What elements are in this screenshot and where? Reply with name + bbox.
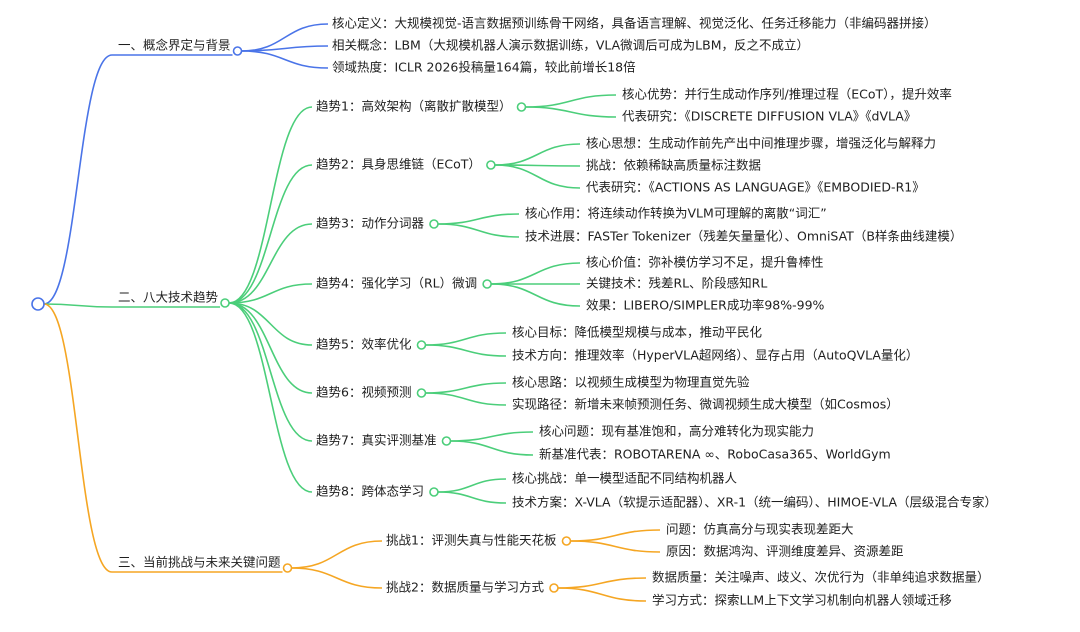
topic-toggle-challenges-2[interactable] <box>549 583 559 593</box>
edge-trends-7-1 <box>437 491 507 504</box>
edge-trends-4 <box>229 302 313 346</box>
edge-trends-2 <box>229 223 313 304</box>
branch-title-background: 一、概念界定与背景 <box>118 38 231 53</box>
edge-trends-5 <box>229 302 313 394</box>
topic-trends-8: 趋势8：跨体态学习 <box>316 484 424 499</box>
leaf-background-2: 相关概念：LBM（大规模机器人演示数据训练，VLA微调后可成为LBM，反之不成立… <box>332 38 809 53</box>
branch-title-trends: 二、八大技术趋势 <box>118 290 219 305</box>
detail-challenges-1-1: 问题：仿真高分与现实表现差距大 <box>666 522 854 537</box>
detail-trends-5-1: 核心目标：降低模型规模与成本，推动平民化 <box>512 325 763 340</box>
detail-trends-2-1: 核心思想：生成动作前先产出中间推理步骤，增强泛化与解释力 <box>586 136 936 151</box>
edge-trends-3-0 <box>491 262 581 285</box>
topic-toggle-trends-1[interactable] <box>516 102 527 112</box>
branch-toggle-trends[interactable] <box>220 298 230 308</box>
edge-challenges-0-1 <box>570 540 661 553</box>
edge-challenges-1 <box>291 567 383 589</box>
topic-toggle-trends-8[interactable] <box>429 487 439 497</box>
topic-toggle-trends-4[interactable] <box>482 279 492 289</box>
detail-trends-1-2: 代表研究：《DISCRETE DIFFUSION VLA》《dVLA》 <box>622 109 916 124</box>
topic-toggle-challenges-1[interactable] <box>561 536 572 546</box>
root-edge-challenges <box>43 303 113 573</box>
topic-toggle-trends-3[interactable] <box>429 219 439 229</box>
detail-trends-6-1: 核心思路：以视频生成模型为物理直觉先验 <box>512 375 750 390</box>
edge-trends-4-1 <box>425 344 507 357</box>
leaf-background-3: 领域热度：ICLR 2026投稿量164篇，较此前增长18倍 <box>332 60 636 75</box>
edge-trends-5-1 <box>425 392 507 406</box>
edge-trends-4-0 <box>425 332 507 346</box>
root-edge-trends <box>43 303 113 308</box>
topic-trends-4: 趋势4：强化学习（RL）微调 <box>316 276 477 291</box>
topic-trends-2: 趋势2：具身思维链（ECoT） <box>316 157 481 172</box>
edge-challenges-1-1 <box>557 587 647 602</box>
edge-trends-6 <box>228 302 313 442</box>
mindmap-nodes: 一、概念界定与背景 核心定义：大规模视觉-语言数据预训练骨干网络，具备语言理解、视… <box>31 16 997 608</box>
topic-challenges-2: 挑战2：数据质量与学习方式 <box>386 580 544 595</box>
detail-trends-2-3: 代表研究：《ACTIONS AS LANGUAGE》《EMBODIED-R1》 <box>586 180 925 195</box>
edge-trends-3-2 <box>491 283 581 307</box>
detail-trends-3-2: 技术进展：FASTer Tokenizer（残差矢量量化）、OmniSAT（B样… <box>525 229 962 244</box>
topic-challenges-1: 挑战1：评测失真与性能天花板 <box>386 533 557 548</box>
branch-title-challenges: 三、当前挑战与未来关键问题 <box>118 555 281 570</box>
edge-trends-3 <box>229 283 313 304</box>
detail-trends-8-2: 技术方案：X-VLA（软提示适配器）、XR-1（统一编码）、HIMOE-VLA（… <box>512 495 997 510</box>
edge-trends-2-0 <box>437 213 520 225</box>
topic-trends-5: 趋势5：效率优化 <box>316 337 412 352</box>
detail-trends-1-1: 核心优势：并行生成动作序列/推理过程（ECoT），提升效率 <box>622 87 952 102</box>
topic-trends-6: 趋势6：视频预测 <box>316 385 411 400</box>
topic-trends-3: 趋势3：动作分词器 <box>316 216 424 231</box>
edge-trends-0-0 <box>525 94 617 108</box>
detail-trends-4-2: 关键技术：残差RL、阶段感知RL <box>586 276 767 291</box>
detail-trends-2-2: 挑战：依赖稀缺高质量标注数据 <box>586 158 761 173</box>
edge-challenges-0-0 <box>570 529 661 542</box>
mindmap-edges <box>43 23 661 602</box>
topic-trends-7: 趋势7：真实评测基准 <box>316 433 436 448</box>
edge-trends-1 <box>228 164 313 304</box>
detail-trends-4-1: 核心价值：弥补模仿学习不足，提升鲁棒性 <box>586 255 824 270</box>
detail-challenges-2-1: 数据质量：关注噪声、歧义、次优行为（非单纯追求数据量） <box>652 570 990 585</box>
detail-challenges-1-2: 原因：数据鸿沟、评测维度差异、资源差距 <box>666 544 904 559</box>
detail-trends-7-1: 核心问题：现有基准饱和，高分难转化为现实能力 <box>539 424 814 439</box>
edge-trends-7-0 <box>437 478 507 493</box>
edge-challenges-0 <box>291 540 383 569</box>
edge-trends-6-1 <box>450 440 534 456</box>
edge-challenges-1-0 <box>557 577 647 589</box>
edge-trends-0 <box>228 106 313 304</box>
edge-trends-7 <box>228 302 313 493</box>
edge-trends-1-2 <box>494 164 581 189</box>
edge-trends-2-1 <box>437 223 520 238</box>
detail-trends-7-2: 新基准代表：ROBOTARENA ∞、RoboCasa365、WorldGym <box>539 447 891 462</box>
detail-trends-3-1: 核心作用：将连续动作转换为VLM可理解的离散“词汇” <box>525 206 827 221</box>
topic-toggle-trends-2[interactable] <box>486 160 496 170</box>
root-node[interactable] <box>31 297 45 311</box>
detail-trends-4-3: 效果：LIBERO/SIMPLER成功率98%-99% <box>586 298 825 313</box>
edge-background-2 <box>241 50 329 69</box>
topic-trends-1: 趋势1：高效架构（离散扩散模型） <box>316 99 511 114</box>
edge-trends-6-0 <box>450 431 534 442</box>
edge-background-1 <box>241 45 329 52</box>
topic-toggle-trends-7[interactable] <box>441 436 452 446</box>
branch-toggle-challenges[interactable] <box>282 563 293 573</box>
root-edge-background <box>43 54 113 305</box>
detail-trends-6-2: 实现路径：新增未来帧预测任务、微调视频生成大模型（如Cosmos） <box>512 397 899 412</box>
detail-trends-5-2: 技术方向：推理效率（HyperVLA超网络）、显存占用（AutoQVLA量化） <box>512 348 918 363</box>
leaf-background-1: 核心定义：大规模视觉-语言数据预训练骨干网络，具备语言理解、视觉泛化、任务迁移能… <box>332 16 937 31</box>
edge-trends-0-1 <box>525 106 617 118</box>
branch-toggle-background[interactable] <box>232 46 243 56</box>
topic-toggle-trends-6[interactable] <box>416 388 427 398</box>
topic-toggle-trends-5[interactable] <box>416 340 427 350</box>
edge-trends-5-0 <box>425 382 507 394</box>
detail-trends-8-1: 核心挑战：单一模型适配不同结构机器人 <box>512 471 738 486</box>
detail-challenges-2-2: 学习方式：探索LLM上下文学习机制向机器人领域迁移 <box>652 593 952 608</box>
edge-trends-1-0 <box>494 143 581 166</box>
